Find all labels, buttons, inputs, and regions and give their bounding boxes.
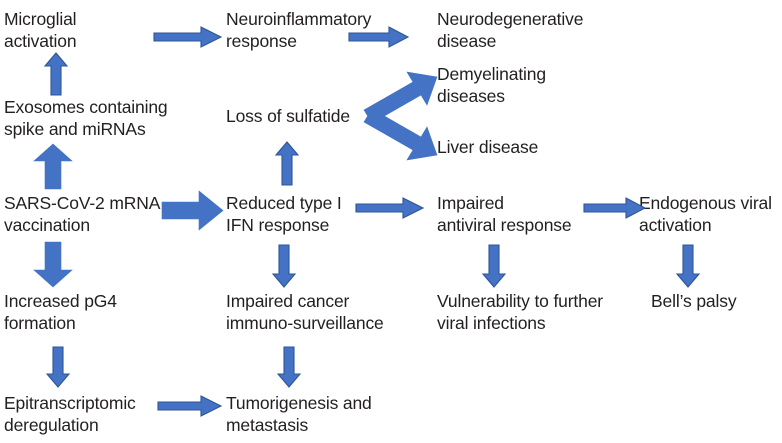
edge-reduced-ifn-to-impaired-cancer-arrow-icon [271, 244, 297, 288]
node-sars-cov-2-mrna-vaccination: SARS-CoV-2 mRNA vaccination [4, 193, 161, 235]
node-reduced-type-i-ifn-response: Reduced type I IFN response [226, 193, 342, 235]
edge-epitranscriptomic-to-tumorigenesis-arrow-icon [157, 394, 223, 418]
node-demyelinating-diseases: Demyelinating diseases [437, 64, 546, 106]
node-impaired-cancer-immunosurveillance: Impaired cancer immuno-surveillance [226, 291, 384, 333]
node-vulnerability-viral-infections: Vulnerability to further viral infection… [437, 291, 603, 333]
edge-sulfatide-to-liver-arrow-icon [361, 107, 439, 161]
node-loss-of-sulfatide: Loss of sulfatide [226, 106, 350, 126]
node-tumorigenesis-metastasis: Tumorigenesis and metastasis [226, 393, 372, 435]
node-bells-palsy: Bell’s palsy [651, 291, 737, 311]
edge-impaired-antiviral-to-vulnerability-arrow-icon [481, 244, 507, 288]
edge-impaired-cancer-to-tumorigenesis-arrow-icon [276, 346, 302, 388]
edge-endogenous-to-bells-palsy-arrow-icon [675, 244, 701, 288]
node-endogenous-viral-activation: Endogenous viral activation [639, 193, 772, 235]
edge-vaccination-to-reduced-ifn-arrow-icon [161, 189, 225, 233]
node-impaired-antiviral-response: Impaired antiviral response [437, 193, 572, 235]
node-microglial-activation: Microglial activation [4, 9, 77, 51]
node-exosomes-spike-mirnas: Exosomes containing spike and miRNAs [4, 97, 168, 139]
edge-impaired-antiviral-to-endogenous-arrow-icon [583, 196, 647, 220]
edge-vaccination-to-pg4-arrow-icon [32, 241, 74, 288]
edge-vaccination-to-exosomes-arrow-icon [32, 143, 74, 190]
edge-reduced-ifn-to-loss-sulfatide-arrow-icon [274, 141, 300, 186]
edge-exosomes-to-microglial-arrow-icon [43, 52, 69, 96]
edge-microglial-to-neuroinflammatory-arrow-icon [153, 25, 223, 49]
edge-reduced-ifn-to-impaired-antiviral-arrow-icon [355, 196, 425, 220]
node-liver-disease: Liver disease [437, 137, 539, 157]
node-neuroinflammatory-response: Neuroinflammatory response [226, 9, 372, 51]
edge-pg4-to-epitranscriptomic-arrow-icon [45, 346, 71, 388]
node-epitranscriptomic-deregulation: Epitranscriptomic deregulation [4, 393, 136, 435]
node-neurodegenerative-disease: Neurodegenerative disease [437, 9, 584, 51]
node-increased-pg4-formation: Increased pG4 formation [4, 291, 117, 333]
edge-neuroinflammatory-to-neurodegenerative-arrow-icon [348, 25, 410, 49]
